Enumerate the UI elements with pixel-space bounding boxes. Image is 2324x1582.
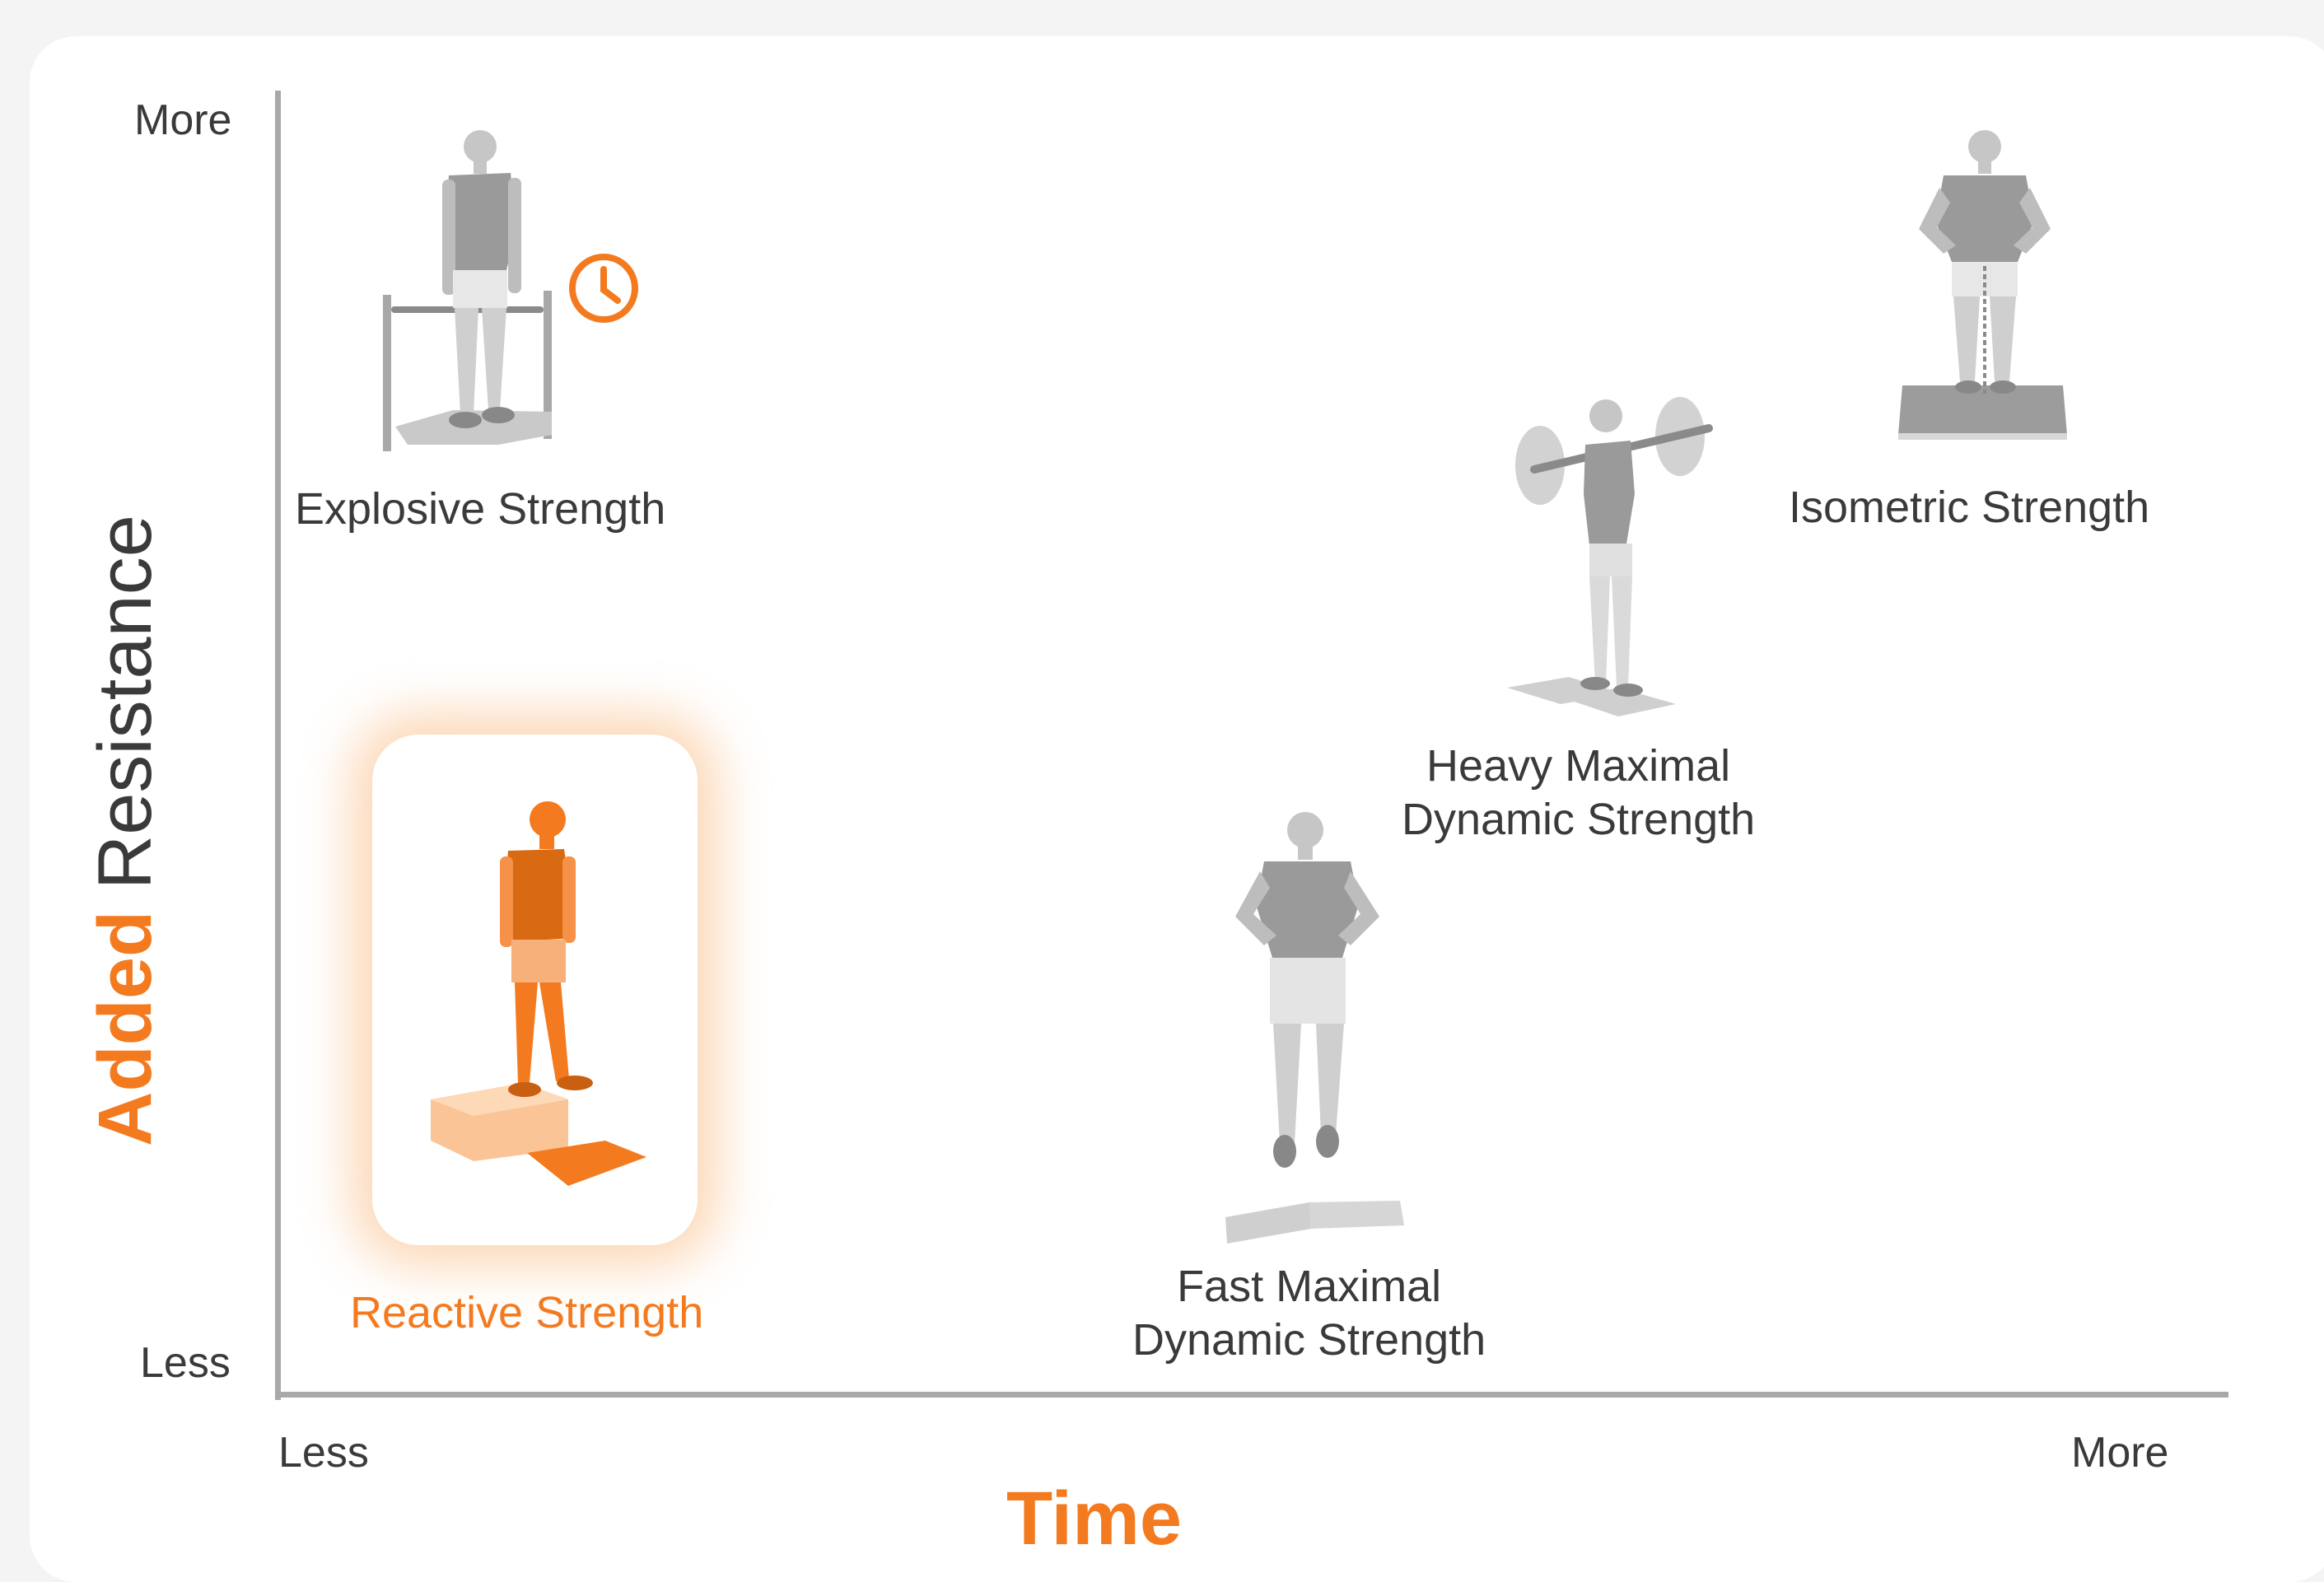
athlete-drop-jump-box-icon [431,801,646,1186]
isometric-strength-label: Isometric Strength [1789,483,2150,532]
y-tick-less: Less [140,1339,231,1387]
athlete-jump-icon [1225,812,1404,1244]
heavy-maximal-label-line2: Dynamic Strength [1402,795,1756,844]
y-axis-title-rest: Resistance [83,515,167,911]
x-tick-more: More [2071,1429,2169,1477]
reactive-strength-label: Reactive Strength [350,1288,704,1337]
x-tick-less: Less [278,1429,369,1477]
clock-icon [569,254,638,323]
athlete-back-squat-icon [1507,397,1713,716]
y-axis-title: Added Resistance [82,515,169,1146]
athlete-isometric-chain-icon [1898,130,2067,440]
fast-maximal-label: Fast Maximal Dynamic Strength [1132,1260,1486,1367]
fast-maximal-label-line2: Dynamic Strength [1132,1315,1486,1365]
y-axis-line [275,91,281,1400]
x-axis-line [275,1392,2228,1398]
heavy-maximal-label: Heavy Maximal Dynamic Strength [1402,740,1755,847]
y-axis-title-emphasis: Added [83,910,167,1146]
heavy-maximal-label-line1: Heavy Maximal [1426,741,1731,791]
explosive-strength-label: Explosive Strength [295,484,666,534]
fast-maximal-label-line1: Fast Maximal [1177,1262,1442,1311]
y-tick-more: More [134,96,232,144]
athlete-rack-pull-icon [383,130,552,451]
x-axis-title: Time [1006,1477,1183,1561]
